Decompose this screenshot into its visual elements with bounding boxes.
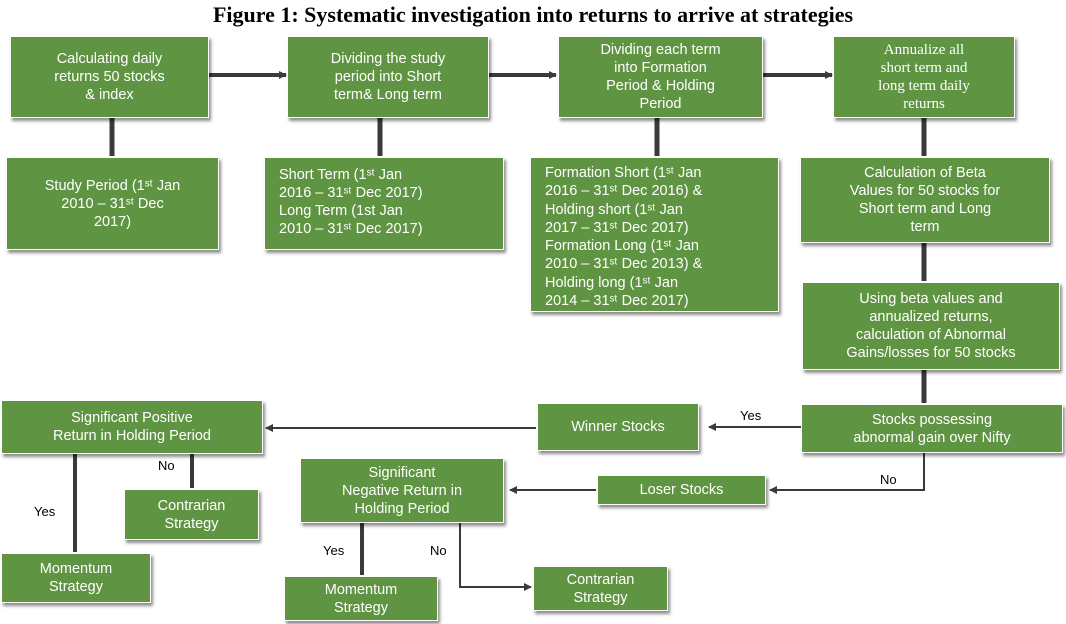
edge-label-yes-negative-momentum: Yes: [323, 543, 345, 558]
box-short-long-term: Short Term (1ˢᵗ Jan 2016 – 31ˢᵗ Dec 2017…: [264, 157, 504, 250]
box-dividing-study-period: Dividing the study period into Short ter…: [287, 36, 489, 118]
box-contrarian-strategy-2: Contrarian Strategy: [533, 566, 668, 611]
figure-title: Figure 1: Systematic investigation into …: [212, 2, 854, 27]
edge-label-yes-positive-momentum: Yes: [34, 504, 56, 519]
box-annualize-returns: Annualize all short term and long term d…: [833, 36, 1015, 118]
box-dividing-each-term: Dividing each term into Formation Period…: [558, 36, 763, 118]
edge-label-no-loser: No: [880, 472, 897, 487]
box-study-period: Study Period (1ˢᵗ Jan 2010 – 31ˢᵗ Dec 20…: [6, 157, 219, 250]
box-winner-stocks: Winner Stocks: [537, 403, 699, 451]
edge-label-no-positive-contrarian: No: [158, 458, 175, 473]
arrow-negative-to-contrarian: [459, 523, 532, 591]
box-abnormal-gains: Using beta values and annualized returns…: [802, 282, 1060, 370]
box-significant-positive: Significant Positive Return in Holding P…: [1, 400, 263, 454]
box-contrarian-strategy-1: Contrarian Strategy: [124, 489, 259, 540]
box-calculating-returns: Calculating daily returns 50 stocks & in…: [10, 36, 209, 118]
edge-label-yes-winner: Yes: [740, 408, 762, 423]
box-loser-stocks: Loser Stocks: [597, 475, 766, 505]
box-significant-negative: Significant Negative Return in Holding P…: [300, 458, 504, 523]
box-momentum-strategy-2: Momentum Strategy: [284, 576, 438, 621]
edge-label-no-negative-contrarian: No: [430, 543, 447, 558]
box-formation-holding: Formation Short (1ˢᵗ Jan 2016 – 31ˢᵗ Dec…: [530, 157, 779, 312]
arrow-possessing-to-loser: [769, 453, 925, 494]
box-beta-calculation: Calculation of Beta Values for 50 stocks…: [800, 157, 1050, 243]
box-momentum-strategy-1: Momentum Strategy: [1, 553, 151, 603]
box-stocks-possessing-gain: Stocks possessing abnormal gain over Nif…: [801, 404, 1063, 453]
